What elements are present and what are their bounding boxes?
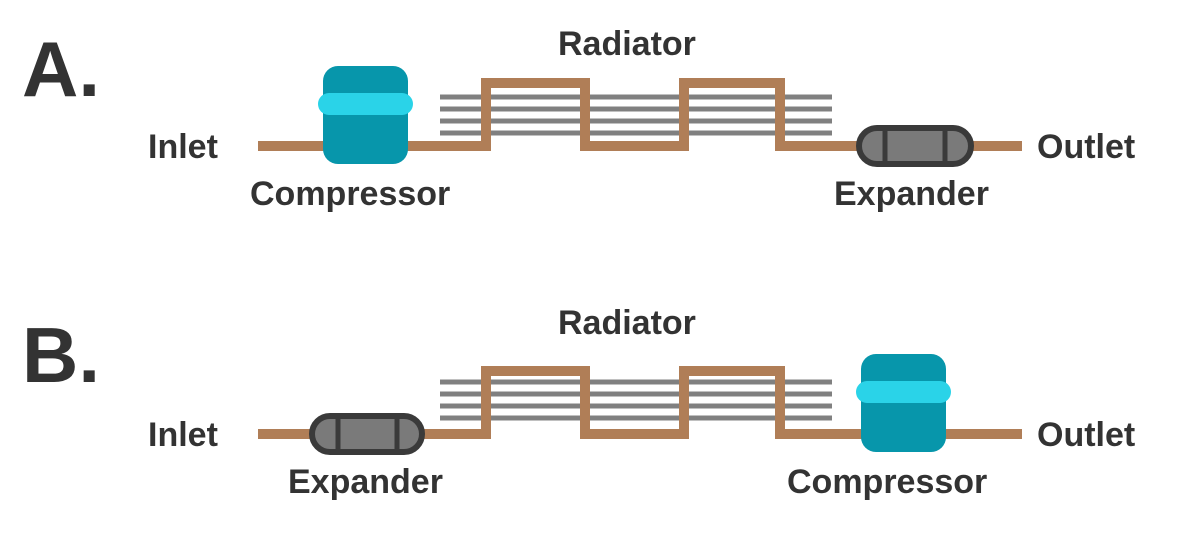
outlet-label-a: Outlet <box>1037 128 1136 166</box>
compressor-b <box>856 354 951 452</box>
panel-a <box>258 66 1022 167</box>
compressor-label-a: Compressor <box>250 175 451 213</box>
panel-b <box>258 354 1022 455</box>
radiator-fins-b <box>440 379 832 421</box>
expander-label-a: Expander <box>834 175 989 213</box>
expander-b <box>309 413 425 455</box>
inlet-label-a: Inlet <box>148 128 218 166</box>
radiator-label-b: Radiator <box>558 304 696 342</box>
radiator-label-a: Radiator <box>558 25 696 63</box>
panel-label-a: A. <box>22 25 100 113</box>
expander-label-b: Expander <box>288 463 443 501</box>
panel-label-b: B. <box>22 311 100 399</box>
compressor-label-b: Compressor <box>787 463 988 501</box>
pipe-a <box>258 78 1022 151</box>
compressor-a <box>318 66 413 164</box>
pipe-b <box>258 366 1022 439</box>
expander-a <box>856 125 974 167</box>
outlet-label-b: Outlet <box>1037 416 1136 454</box>
radiator-fins-a <box>440 94 832 136</box>
inlet-label-b: Inlet <box>148 416 218 454</box>
